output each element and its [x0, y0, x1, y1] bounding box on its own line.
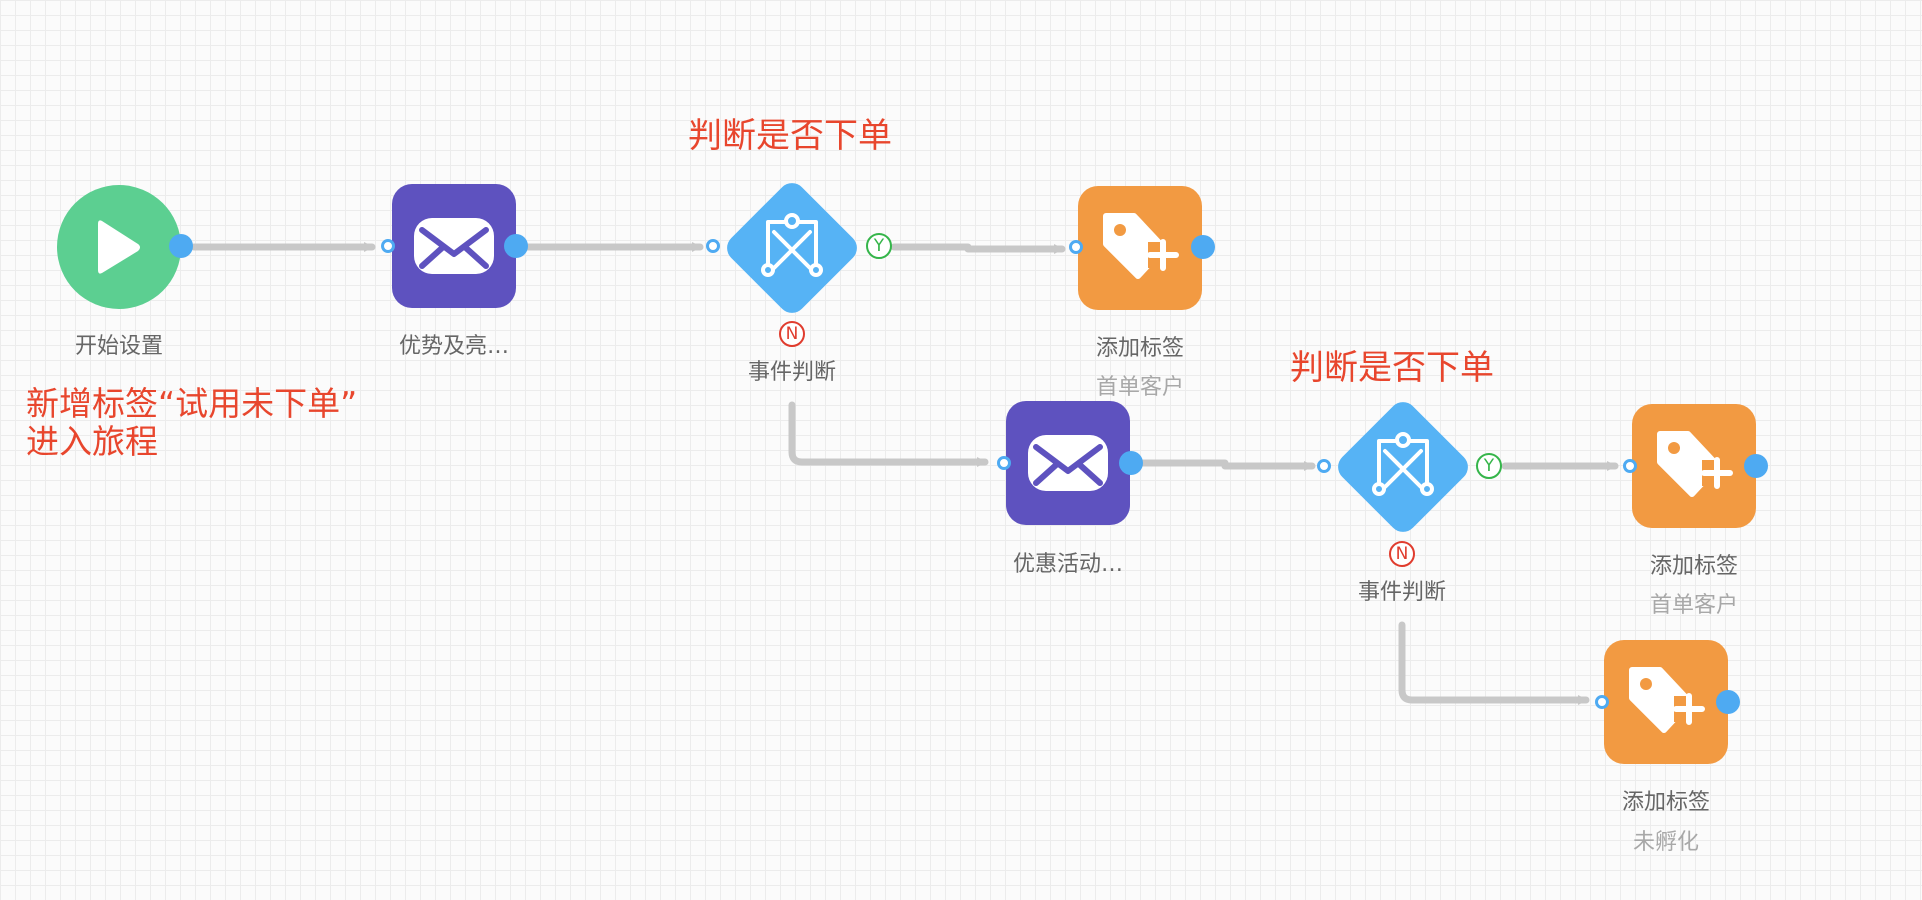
decision-2-diamond [1338, 402, 1468, 532]
decision-2-annotation: 判断是否下单 [1290, 348, 1494, 388]
decision-2-yes-badge[interactable]: Y [1476, 453, 1502, 479]
email-node-2[interactable] [1006, 401, 1130, 525]
decision-2-no-badge[interactable]: N [1389, 541, 1415, 567]
start-node-label: 开始设置 [74, 334, 163, 359]
edge-decision-2-no-to-tag-3[interactable] [1398, 621, 1590, 705]
edge-decision-1-yes-to-tag-1[interactable] [890, 243, 1066, 254]
decision-1-input-port[interactable] [706, 239, 720, 253]
envelope-icon [414, 218, 494, 274]
edge-decision-1-no-to-email-2[interactable] [788, 401, 989, 467]
decision-1-diamond [727, 183, 857, 313]
tag-1-label: 添加标签 [1095, 336, 1184, 361]
email-2-output-port[interactable] [1119, 451, 1143, 475]
tag-node-2[interactable] [1632, 404, 1756, 528]
decision-1-yes-badge[interactable]: Y [866, 233, 892, 259]
decision-1-label: 事件判断 [747, 360, 836, 385]
tag-2-label: 添加标签 [1649, 554, 1738, 579]
tag-plus-icon [1657, 431, 1733, 497]
start-node[interactable] [57, 185, 181, 309]
play-icon [98, 220, 140, 274]
tag-node-3[interactable] [1604, 640, 1728, 764]
tag-1-input-port[interactable] [1069, 240, 1083, 254]
decision-1-no-badge[interactable]: N [779, 321, 805, 347]
tag-2-sublabel: 首单客户 [1649, 593, 1738, 618]
email-2-label: 优惠活动… [1012, 552, 1123, 577]
decision-node-2[interactable] [1321, 385, 1485, 549]
email-1-output-port[interactable] [504, 234, 528, 258]
entry-note-annotation: 新增标签“试用未下单” 进入旅程 [26, 385, 357, 461]
tag-3-output-port[interactable] [1716, 690, 1740, 714]
start-output-port[interactable] [169, 234, 193, 258]
branch-icon [761, 213, 823, 277]
email-node-1[interactable] [392, 184, 516, 308]
tag-2-input-port[interactable] [1623, 459, 1637, 473]
decision-2-input-port[interactable] [1317, 459, 1331, 473]
entry-note-line-2: 进入旅程 [26, 422, 158, 461]
tag-1-sublabel: 首单客户 [1095, 375, 1184, 400]
tag-2-output-port[interactable] [1744, 454, 1768, 478]
tag-node-1[interactable] [1078, 186, 1202, 310]
email-2-input-port[interactable] [997, 456, 1011, 470]
branch-icon [1372, 432, 1434, 496]
decision-2-label: 事件判断 [1357, 580, 1446, 605]
tag-3-label: 添加标签 [1621, 790, 1710, 815]
email-1-input-port[interactable] [381, 239, 395, 253]
decision-node-1[interactable] [710, 166, 874, 330]
edge-email-2-to-decision-2[interactable] [1138, 459, 1316, 471]
tag-3-sublabel: 未孵化 [1632, 830, 1699, 855]
decision-1-annotation: 判断是否下单 [688, 116, 892, 156]
entry-note-line-1: 新增标签“试用未下单” [26, 384, 358, 423]
tag-1-output-port[interactable] [1191, 235, 1215, 259]
tag-3-input-port[interactable] [1595, 695, 1609, 709]
envelope-icon [1028, 435, 1108, 491]
tag-plus-icon [1103, 213, 1179, 279]
email-1-label: 优势及亮… [398, 334, 509, 359]
tag-plus-icon [1629, 667, 1705, 733]
